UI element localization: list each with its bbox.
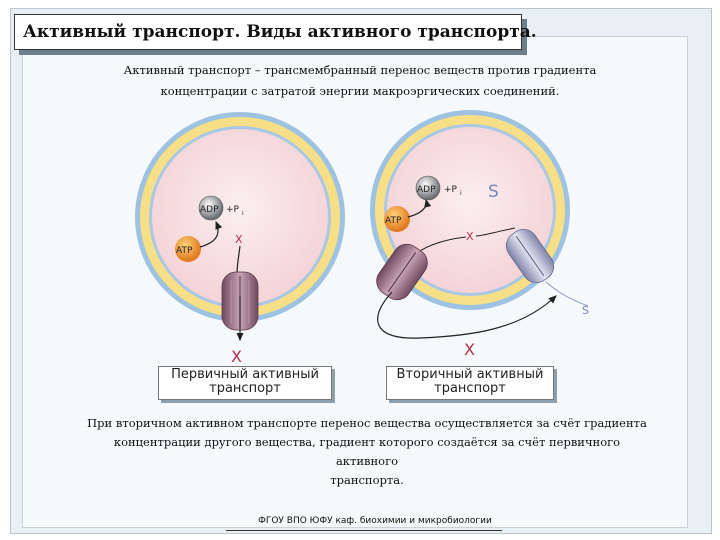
secondary-pump [376, 243, 428, 301]
slide-panel [22, 36, 688, 528]
definition-line-1: Активный транспорт – трансмембранный пер… [123, 63, 597, 77]
primary-x-outside: X [231, 347, 242, 366]
secondary-label-box: Вторичный активный транспорт [386, 366, 554, 400]
primary-adp-label: ADP [200, 205, 219, 215]
secondary-s-path [545, 281, 589, 307]
primary-x-inside: X [235, 233, 243, 246]
note-line-2: концентрации другого вещества, градиент … [113, 435, 621, 468]
primary-adp: ADP +P i [198, 195, 244, 221]
primary-cell [135, 112, 345, 322]
primary-pi-sub: i [242, 210, 244, 217]
secondary-pump-channel [387, 252, 417, 292]
secondary-x-import-arrow [475, 227, 516, 237]
secondary-adp-label: ADP [417, 185, 436, 195]
primary-cytoplasm [152, 129, 328, 305]
secondary-pi-sub: i [460, 190, 462, 197]
primary-label-line-2: транспорт [209, 381, 281, 396]
secondary-pi-label: +P [444, 185, 458, 195]
footer-underline [226, 530, 502, 531]
primary-label-line-1: Первичный активный [171, 367, 319, 382]
secondary-x-inside: X [466, 230, 474, 243]
secondary-label-line-2: транспорт [434, 381, 506, 396]
secondary-x-cycle-path [377, 291, 557, 339]
secondary-atp-sphere [384, 206, 410, 232]
definition-text: Активный транспорт – трансмембранный пер… [100, 60, 620, 102]
secondary-atp: ATP [384, 206, 410, 232]
primary-pi-label: +P [226, 205, 240, 215]
primary-adp-sphere [198, 195, 224, 221]
secondary-atp-label: ATP [385, 216, 402, 226]
secondary-s-inside: S [488, 182, 499, 202]
primary-atp-sphere [175, 236, 201, 262]
definition-line-2: концентрации с затратой энергии макроэрг… [160, 84, 560, 98]
title-box: Активный транспорт. Виды активного транс… [14, 14, 537, 50]
slide-title: Активный транспорт. Виды активного транс… [23, 22, 537, 42]
primary-atp: ATP [175, 236, 201, 262]
secondary-s-outside: S [582, 304, 589, 317]
footer-credit: ФГОУ ВПО ЮФУ каф. биохимии и микробиолог… [258, 516, 492, 526]
secondary-transport-note: При вторичном активном транспорте перено… [82, 414, 652, 490]
secondary-adp: ADP +P i [415, 175, 462, 201]
note-line-3: транспорта. [330, 473, 404, 487]
primary-atp-hydrolysis-arrow [199, 220, 223, 248]
primary-atp-label: ATP [176, 246, 193, 256]
note-line-1: При вторичном активном транспорте перено… [87, 416, 647, 430]
symporter-channel [515, 236, 545, 276]
secondary-label-line-1: Вторичный активный [396, 367, 544, 382]
secondary-x-outside: X [464, 340, 475, 359]
secondary-atp-hydrolysis-arrow [407, 198, 432, 218]
primary-label-box: Первичный активный транспорт [158, 366, 332, 400]
symporter [505, 228, 555, 284]
